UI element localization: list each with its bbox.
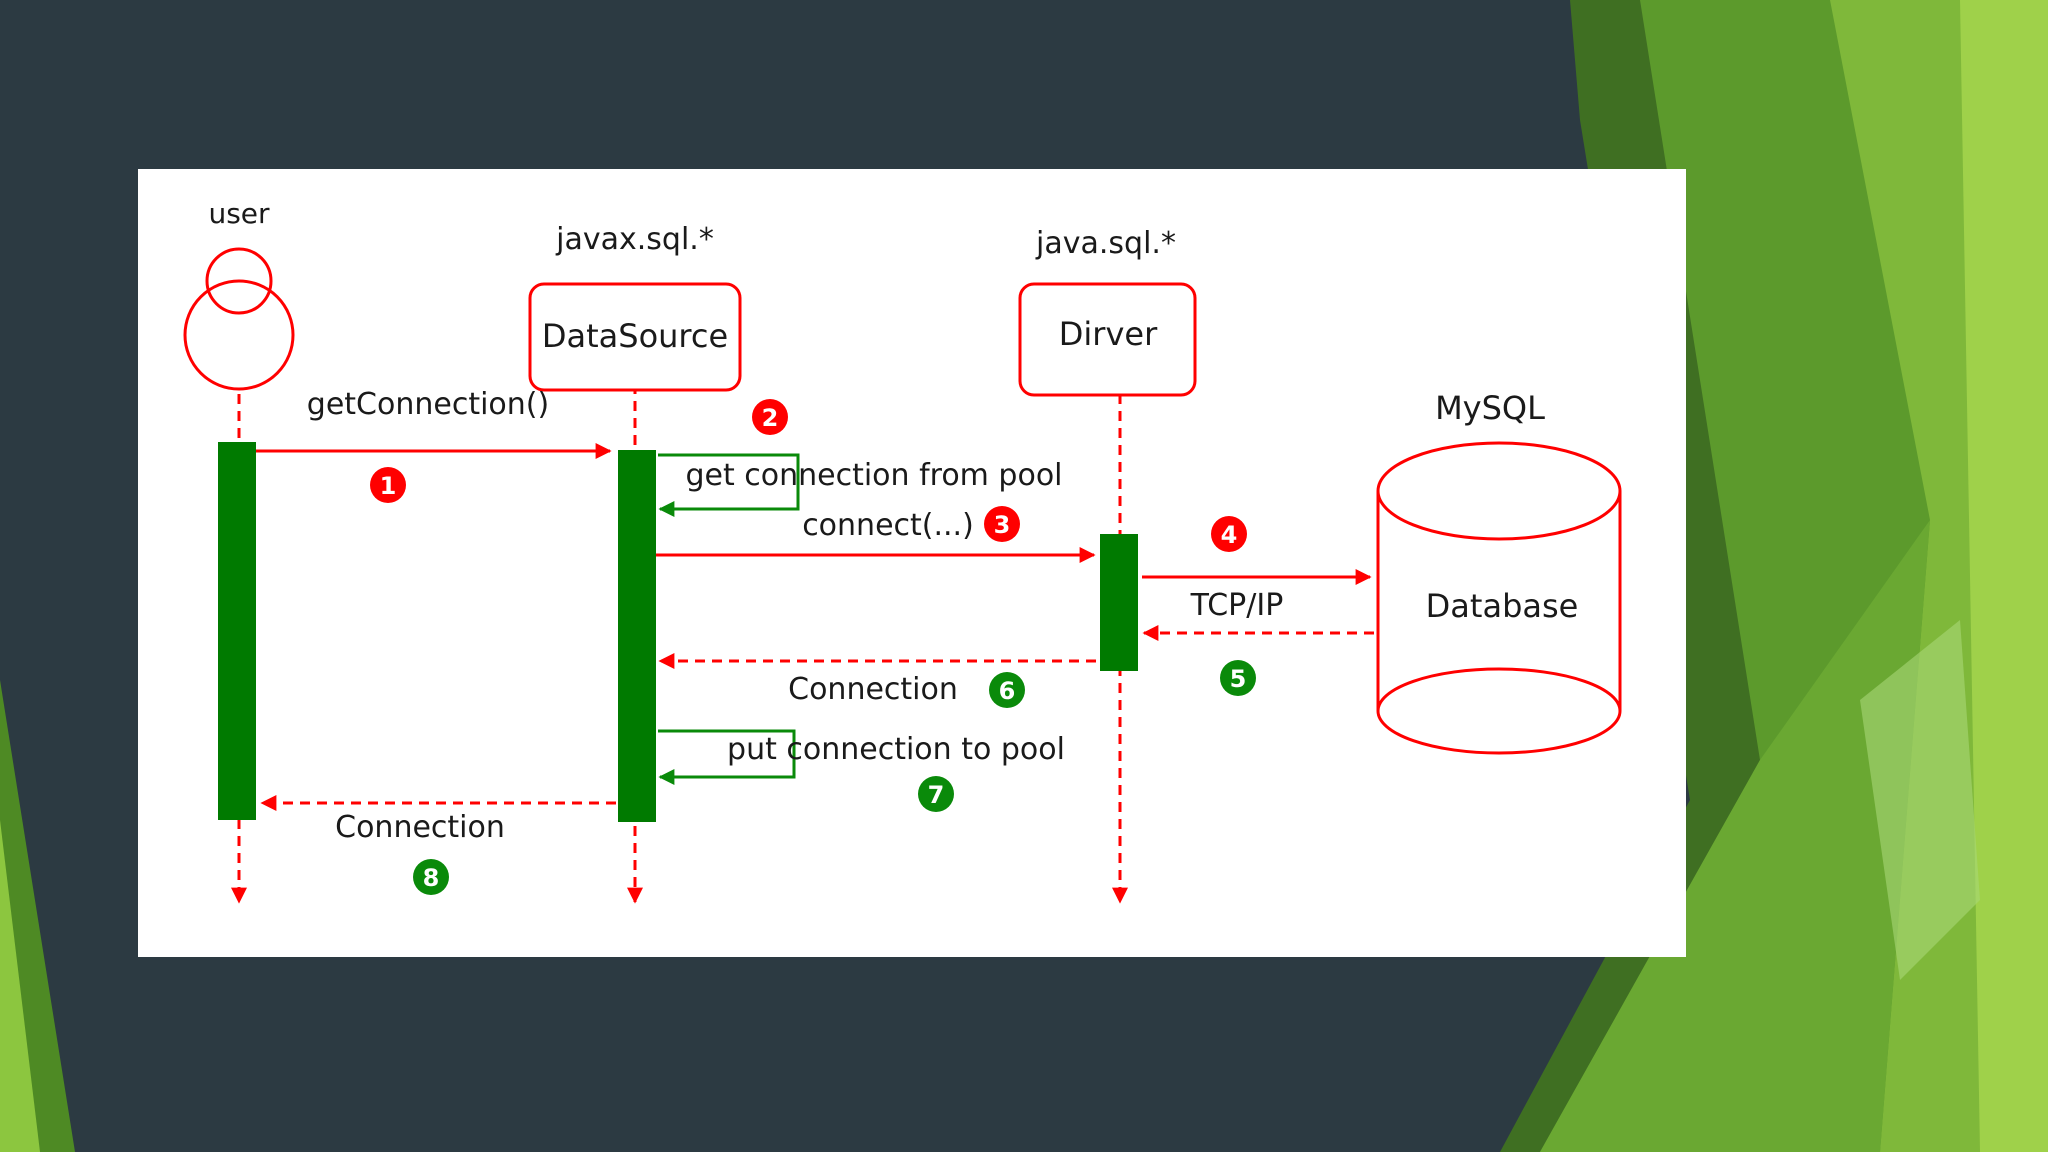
step-badge-4: 4 (1211, 516, 1247, 552)
activation-bar-datasource (618, 450, 656, 822)
database-cylinder-icon (1376, 441, 1622, 755)
database-label: Database (1426, 587, 1579, 625)
bg-shape-right-5 (1540, 520, 1930, 1152)
message-tcp-ip-label: TCP/IP (1190, 588, 1284, 623)
actor-label: user (208, 197, 270, 230)
step-badge-3: 3 (984, 506, 1020, 542)
bg-shape-right-6 (1860, 620, 1980, 980)
database-title: MySQL (1435, 389, 1545, 427)
message-get-connection-label: getConnection() (307, 387, 549, 422)
sequence-diagram: user javax.sql.* DataSource java.sql.* D… (183, 197, 1622, 904)
message-connect-label: connect(...) (802, 508, 974, 543)
message-connection-return-user-label: Connection (335, 810, 505, 845)
step-badge-5: 5 (1220, 660, 1256, 696)
activation-bar-user (218, 442, 256, 820)
message-get-from-pool (658, 453, 800, 517)
datasource-package-label: javax.sql.* (555, 222, 714, 257)
svg-text:1: 1 (380, 472, 397, 500)
step-badge-2: 2 (752, 399, 788, 435)
step-badge-1: 1 (370, 467, 406, 503)
svg-text:5: 5 (1230, 665, 1247, 693)
driver-package-label: java.sql.* (1035, 226, 1176, 261)
svg-text:4: 4 (1221, 521, 1238, 549)
step-badge-7: 7 (918, 776, 954, 812)
svg-text:6: 6 (999, 677, 1016, 705)
datasource-label: DataSource (542, 317, 728, 355)
message-get-from-pool-label: get connection from pool (685, 458, 1062, 493)
actor-icon (183, 247, 295, 391)
step-badge-6: 6 (989, 672, 1025, 708)
svg-text:7: 7 (928, 781, 945, 809)
bg-shape-right-4 (1960, 0, 2048, 1152)
step-badge-8: 8 (413, 859, 449, 895)
diagram-card: user javax.sql.* DataSource java.sql.* D… (138, 169, 1686, 957)
driver-box (1018, 282, 1197, 397)
svg-text:3: 3 (994, 511, 1011, 539)
activation-bar-driver (1100, 534, 1138, 671)
datasource-box (528, 282, 742, 392)
bg-shape-left-2 (0, 820, 40, 1152)
driver-label: Dirver (1059, 315, 1158, 353)
message-put-to-pool-label: put connection to pool (727, 732, 1065, 767)
message-connection-return-driver-label: Connection (788, 672, 958, 707)
svg-text:8: 8 (423, 864, 440, 892)
svg-text:2: 2 (762, 404, 779, 432)
message-put-to-pool (658, 729, 796, 785)
